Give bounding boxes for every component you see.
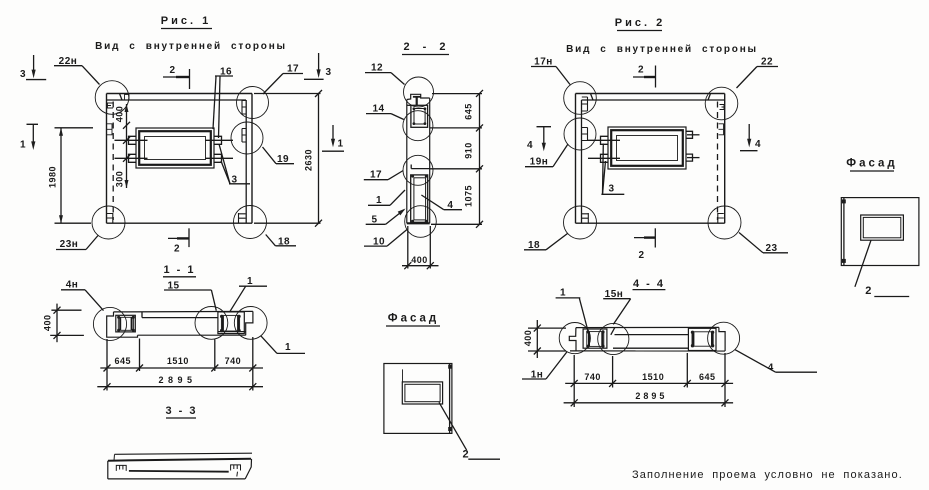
svg-text:1 - 1: 1 - 1 [163,264,195,276]
svg-text:1980: 1980 [48,166,58,188]
svg-text:1: 1 [376,195,382,206]
svg-text:4н: 4н [66,280,79,291]
svg-text:Фасад: Фасад [388,313,439,325]
svg-text:3: 3 [325,67,331,78]
svg-text:22н: 22н [59,56,78,67]
svg-text:400: 400 [43,315,53,332]
svg-text:1: 1 [337,139,343,150]
svg-text:3: 3 [231,175,237,186]
svg-text:23: 23 [765,243,777,254]
svg-text:17: 17 [370,170,382,181]
svg-text:15: 15 [167,281,179,292]
svg-text:5: 5 [371,215,377,226]
svg-text:15н: 15н [605,289,624,300]
svg-text:910: 910 [464,142,474,159]
svg-text:18: 18 [528,240,540,251]
svg-text:4: 4 [768,363,774,374]
svg-text:Вид с внутренней стороны: Вид с внутренней стороны [95,41,287,52]
svg-text:Рис. 1: Рис. 1 [161,15,211,27]
svg-text:1075: 1075 [464,185,474,207]
svg-text:400: 400 [115,106,125,123]
svg-text:2630: 2630 [304,149,314,171]
svg-text:4: 4 [447,200,453,211]
svg-text:2: 2 [638,250,644,261]
svg-text:400: 400 [411,255,428,265]
svg-text:645: 645 [699,372,716,382]
svg-text:1510: 1510 [167,356,189,366]
svg-text:1н: 1н [531,370,544,381]
svg-text:2: 2 [169,65,175,76]
svg-text:645: 645 [115,356,132,366]
svg-text:645: 645 [464,103,474,120]
svg-text:19: 19 [277,154,289,165]
svg-text:4 - 4: 4 - 4 [633,278,665,290]
svg-text:3: 3 [20,69,26,80]
svg-text:400: 400 [523,330,533,347]
svg-text:2895: 2895 [635,391,667,401]
svg-text:1: 1 [20,140,26,151]
svg-text:16: 16 [220,67,232,78]
svg-text:300: 300 [115,171,125,188]
svg-text:Рис. 2: Рис. 2 [615,17,665,29]
svg-text:2: 2 [638,65,644,76]
svg-text:18: 18 [278,237,290,248]
svg-text:1510: 1510 [642,372,664,382]
svg-text:4: 4 [527,140,533,151]
svg-text:2: 2 [865,285,872,297]
svg-text:Заполнение проема условно не п: Заполнение проема условно не показано. [632,469,903,481]
svg-text:17: 17 [287,64,299,75]
svg-text:Фасад: Фасад [846,158,897,170]
svg-text:2895: 2895 [158,375,196,385]
svg-text:1: 1 [560,288,566,299]
svg-text:17н: 17н [534,57,553,68]
svg-text:4: 4 [755,139,761,150]
svg-text:2: 2 [174,244,180,255]
svg-text:22: 22 [761,57,773,68]
svg-text:740: 740 [584,372,601,382]
svg-text:1: 1 [247,276,253,287]
svg-text:3 - 3: 3 - 3 [165,405,197,417]
svg-text:12: 12 [371,63,383,74]
svg-text:3: 3 [608,184,614,195]
svg-text:740: 740 [225,356,242,366]
svg-text:2: 2 [462,449,469,461]
svg-text:1: 1 [285,342,291,353]
svg-text:Вид с внутренней стороны: Вид с внутренней стороны [566,44,758,55]
svg-text:23н: 23н [60,239,79,250]
svg-text:14: 14 [372,104,384,115]
svg-text:19н: 19н [530,157,549,168]
svg-text:10: 10 [373,236,385,247]
svg-text:2 - 2: 2 - 2 [403,41,450,53]
